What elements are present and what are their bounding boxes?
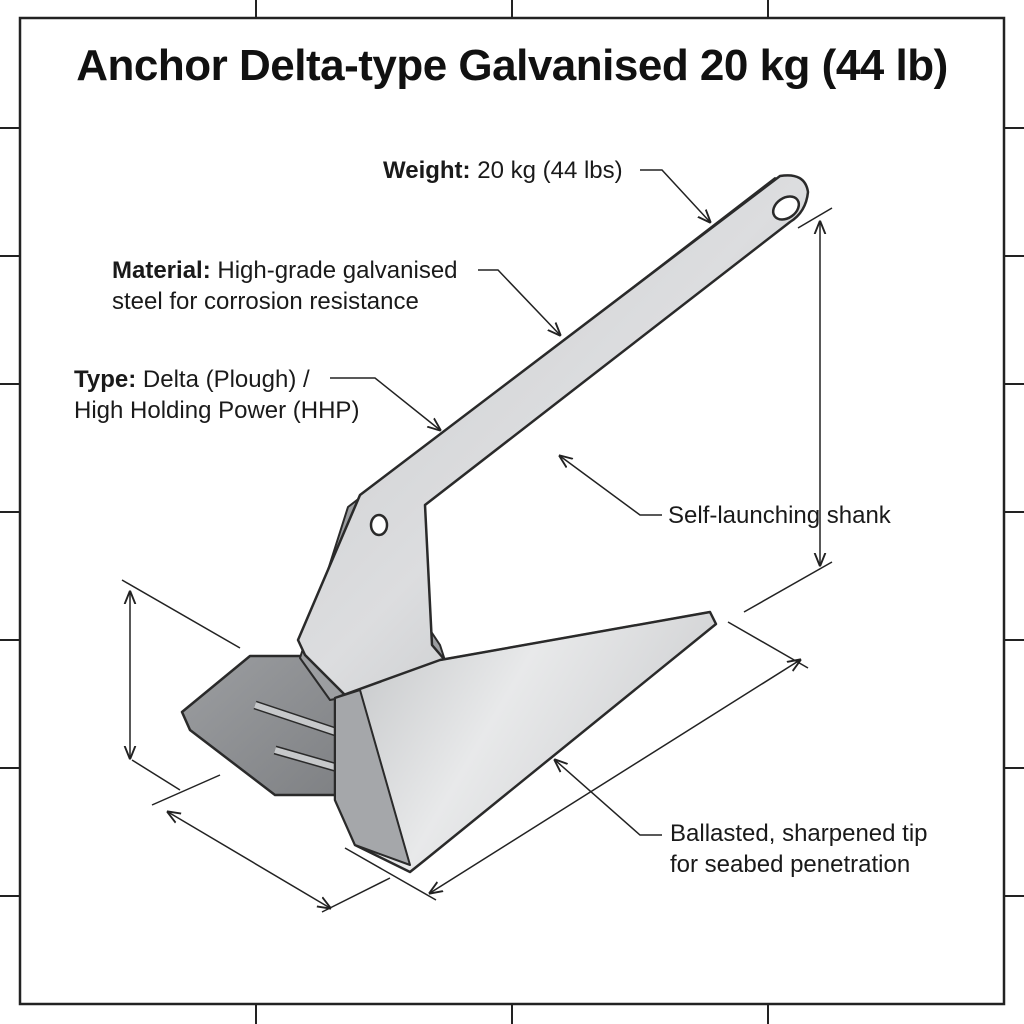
material-callout: Material: High-grade galvanised steel fo… [112, 255, 458, 317]
diagram-title: Anchor Delta-type Galvanised 20 kg (44 l… [76, 41, 948, 90]
material-leader [478, 269, 560, 335]
shank-leader [560, 456, 662, 516]
material-line1: High-grade galvanised [217, 257, 458, 284]
shank-callout: Self-launching shank [668, 500, 891, 531]
type-label: Type: [74, 366, 137, 393]
fluke-left-face [334, 689, 411, 866]
weight-label: Weight: [383, 157, 471, 184]
tip-leader [555, 760, 662, 836]
material-label: Material: [112, 257, 211, 284]
leader-lines [330, 169, 710, 836]
shank [296, 174, 810, 697]
tip-line1: Ballasted, sharpened tip [670, 820, 928, 847]
dimension-lines [121, 207, 833, 913]
type-line1: Delta (Plough) / [142, 366, 310, 393]
tip-line2: for seabed penetration [670, 851, 911, 878]
weight-callout: Weight: 20 kg (44 lbs) [383, 155, 623, 186]
fluke-top-edge [439, 611, 711, 661]
weight-value: 20 kg (44 lbs) [477, 157, 623, 184]
weight-leader [640, 169, 710, 222]
type-callout: Type: Delta (Plough) / High Holding Powe… [74, 364, 359, 426]
type-leader [330, 377, 440, 430]
shackle-eye-hole [771, 195, 801, 221]
material-line2: steel for corrosion resistance [112, 288, 419, 315]
tip-callout: Ballasted, sharpened tip for seabed pene… [670, 818, 928, 880]
shank-pin-hole [369, 513, 389, 537]
shank-text: Self-launching shank [668, 502, 891, 529]
type-line2: High Holding Power (HHP) [74, 397, 360, 424]
cross-bars [253, 700, 347, 775]
